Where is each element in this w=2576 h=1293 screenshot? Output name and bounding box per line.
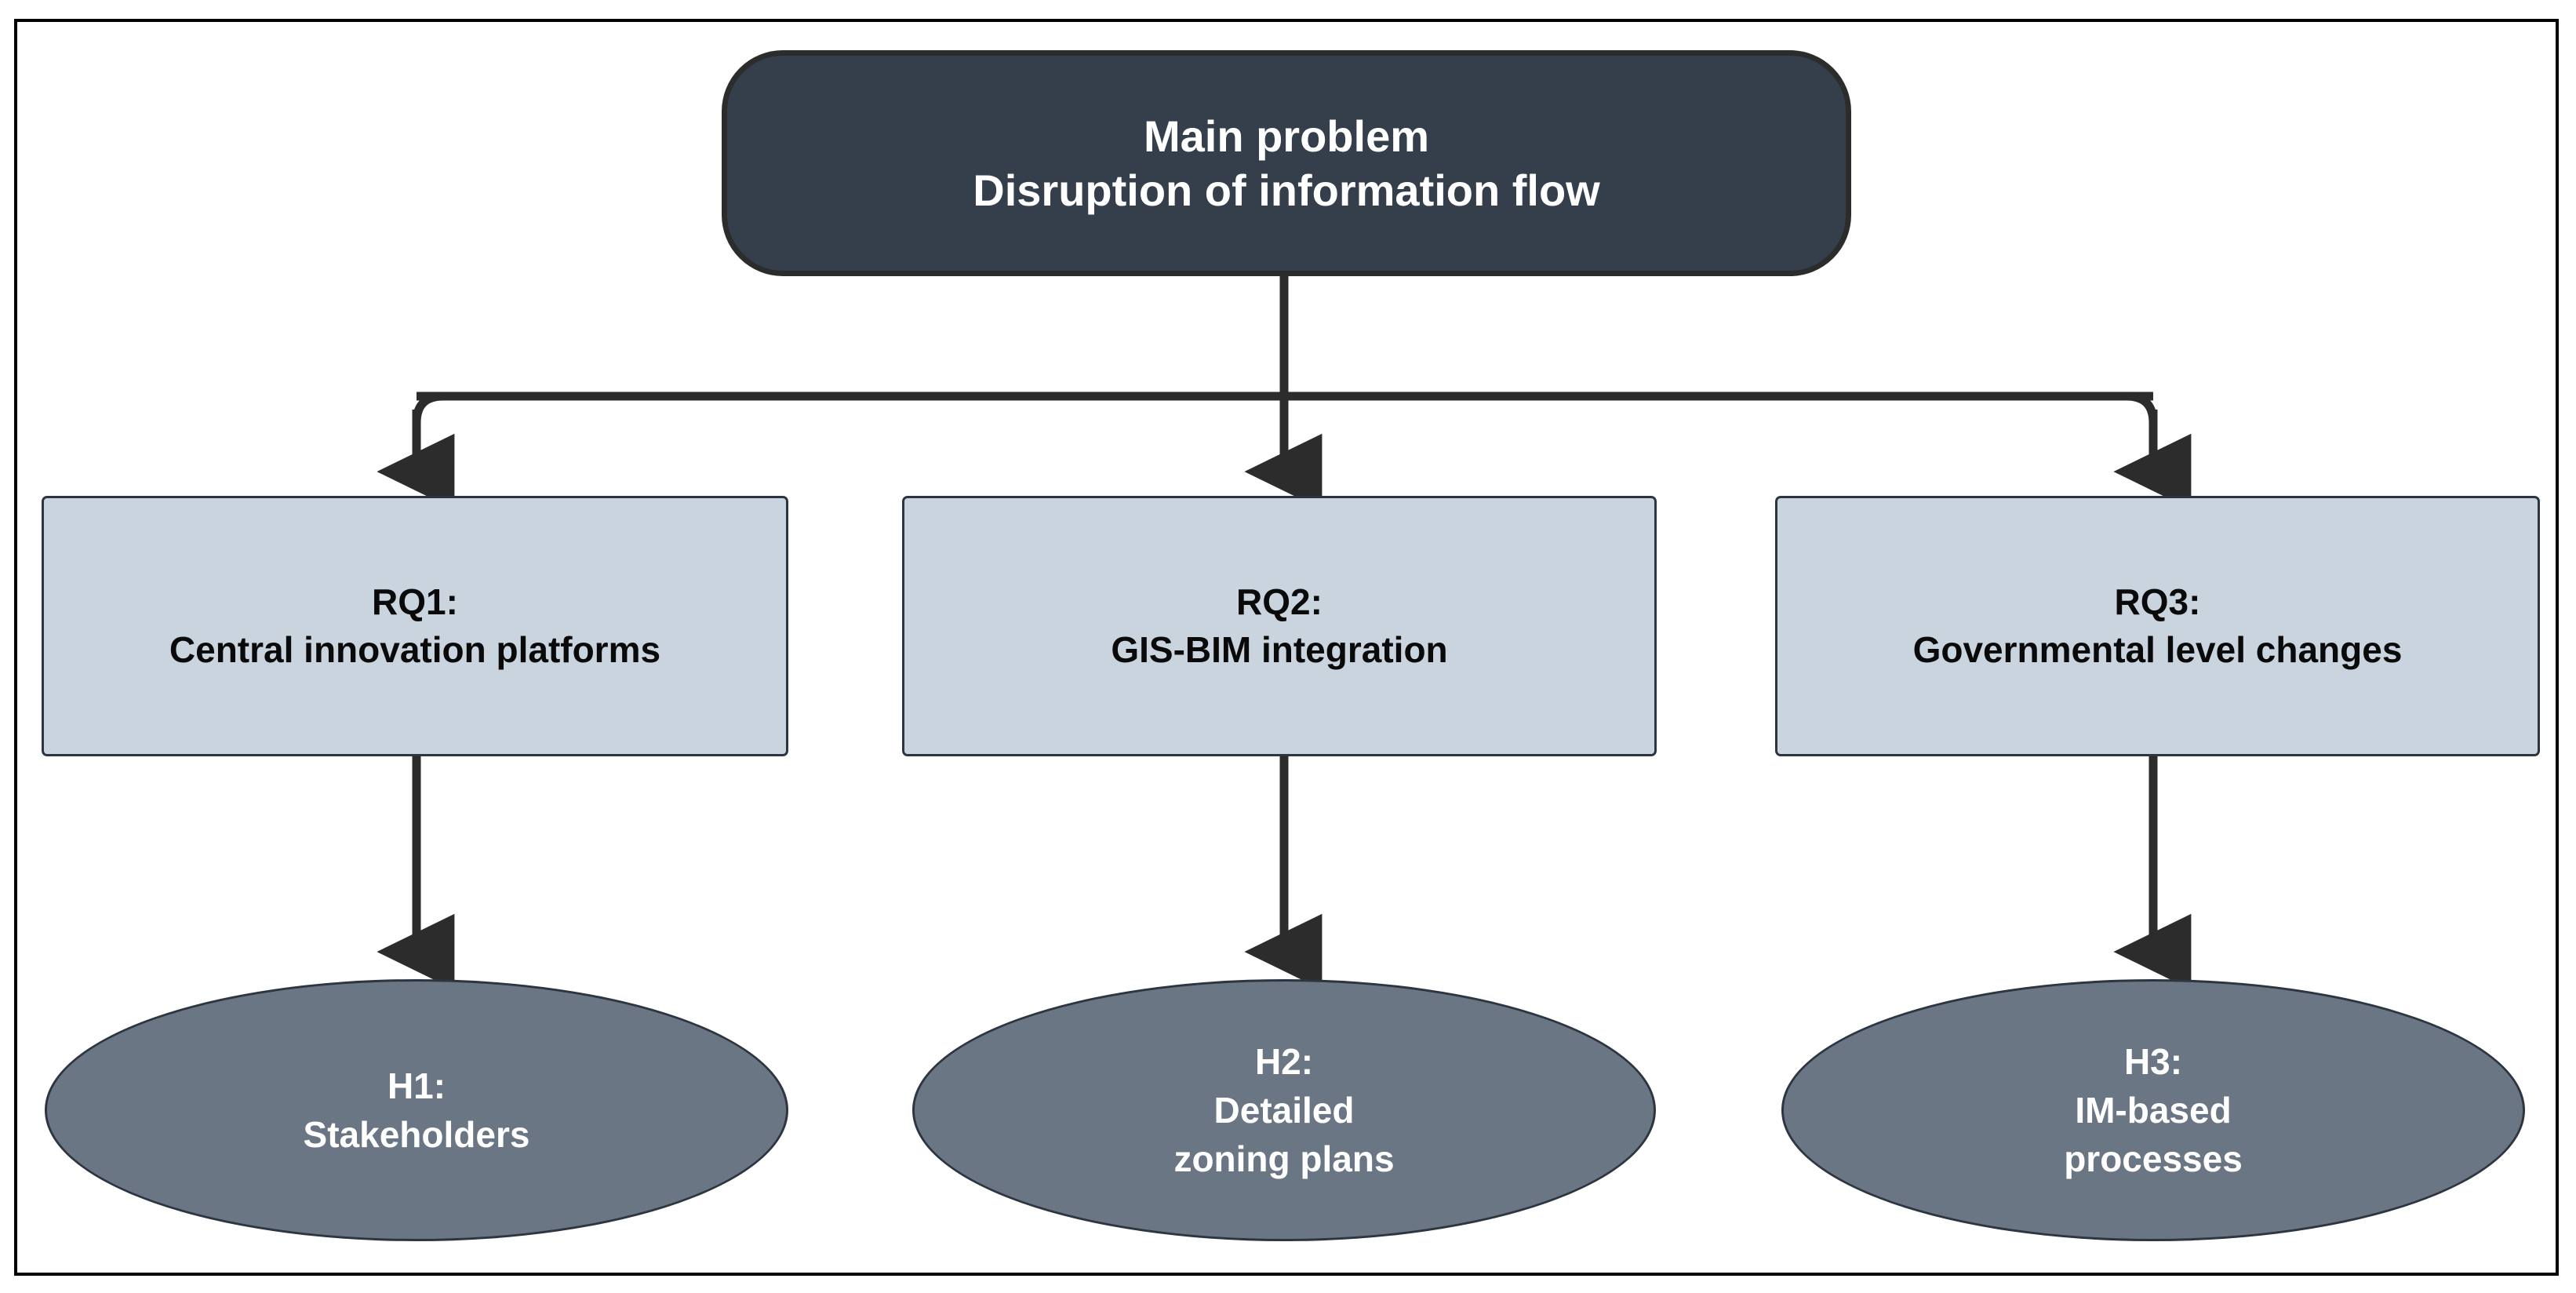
- h3-node[interactable]: H3: IM-based processes: [1781, 979, 2525, 1241]
- h3-line-1: IM-based: [2075, 1089, 2232, 1131]
- rq2-text: RQ2: GIS-BIM integration: [904, 578, 1654, 673]
- rq2-label: RQ2:: [1236, 581, 1323, 623]
- h2-text: H2: Detailed zoning plans: [915, 1037, 1654, 1183]
- rq3-node[interactable]: RQ3: Governmental level changes: [1775, 496, 2540, 756]
- main-problem-text: Main problem Disruption of information f…: [727, 109, 1846, 218]
- rq1-node[interactable]: RQ1: Central innovation platforms: [42, 496, 788, 756]
- h2-line-1: Detailed: [1213, 1089, 1355, 1131]
- h1-label: H1:: [387, 1065, 446, 1106]
- h1-line-1: Stakeholders: [303, 1114, 530, 1155]
- rq1-label: RQ1:: [372, 581, 458, 623]
- rq3-text: RQ3: Governmental level changes: [1777, 578, 2538, 673]
- rq3-description: Governmental level changes: [1912, 629, 2403, 670]
- h3-label: H3:: [2123, 1040, 2183, 1082]
- h2-node[interactable]: H2: Detailed zoning plans: [912, 979, 1656, 1241]
- rq2-description: GIS-BIM integration: [1111, 629, 1448, 670]
- rq3-label: RQ3:: [2114, 581, 2201, 623]
- rq1-description: Central innovation platforms: [169, 629, 661, 670]
- h1-text: H1: Stakeholders: [47, 1062, 786, 1159]
- rq1-text: RQ1: Central innovation platforms: [44, 578, 786, 673]
- h2-label: H2:: [1254, 1040, 1314, 1082]
- h3-text: H3: IM-based processes: [1784, 1037, 2523, 1183]
- h2-line-2: zoning plans: [1173, 1138, 1395, 1180]
- h3-line-2: processes: [2064, 1138, 2243, 1180]
- diagram-frame-border: [14, 19, 2559, 1276]
- h1-node[interactable]: H1: Stakeholders: [45, 979, 788, 1241]
- main-problem-node[interactable]: Main problem Disruption of information f…: [722, 50, 1851, 276]
- rq2-node[interactable]: RQ2: GIS-BIM integration: [902, 496, 1657, 756]
- main-problem-line-1: Main problem: [1143, 111, 1430, 161]
- main-problem-line-2: Disruption of information flow: [973, 166, 1600, 215]
